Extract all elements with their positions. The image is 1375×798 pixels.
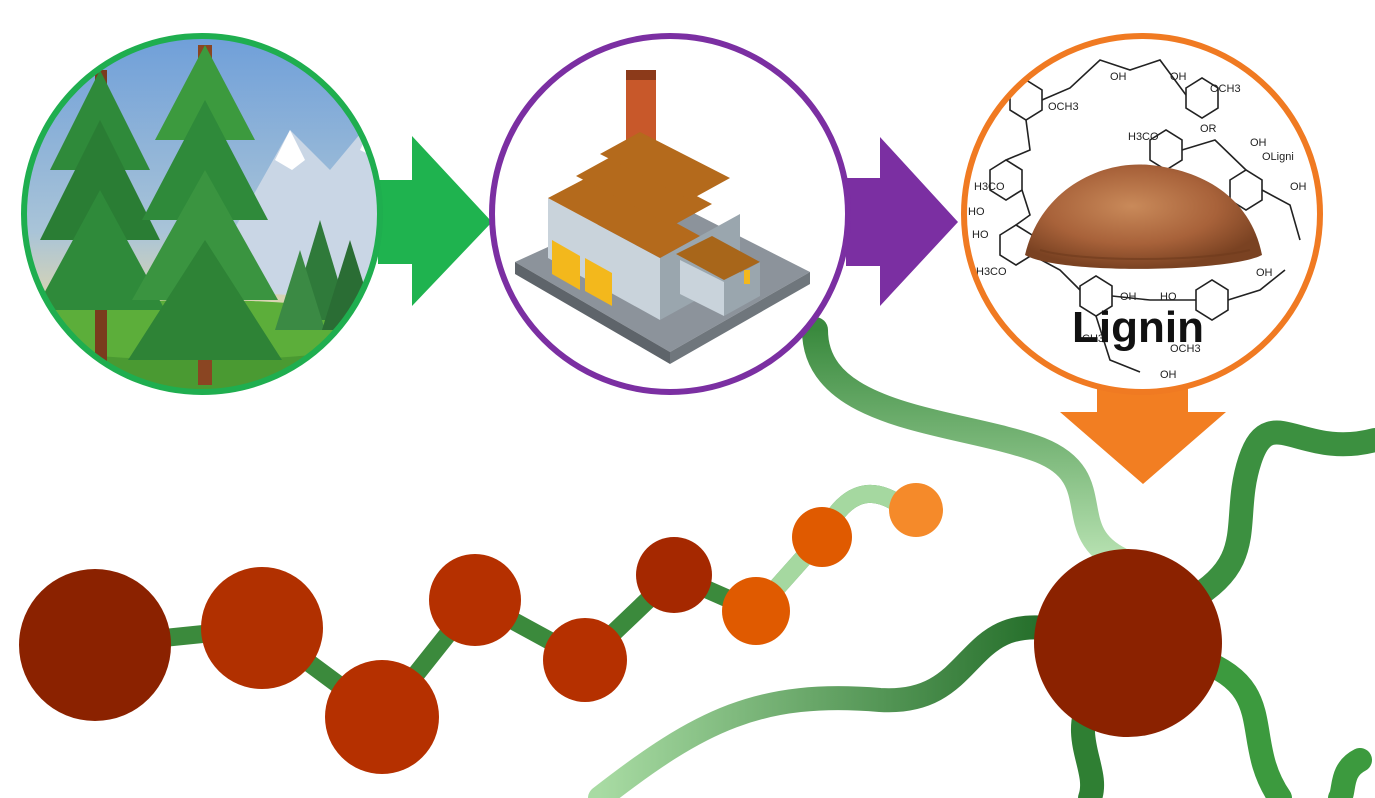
process-arrows (378, 136, 1226, 484)
bead-hub (1034, 549, 1222, 737)
lignin-powder-icon: OCH3 OH H3CO OR OLigni OH H3CO HO HO H3C… (961, 33, 1323, 395)
chain-lignin-top (802, 317, 1133, 573)
svg-text:H3CO: H3CO (974, 181, 1005, 193)
svg-text:OR: OR (1200, 123, 1217, 135)
svg-text:OCH3: OCH3 (1048, 101, 1079, 113)
svg-text:H3CO: H3CO (1128, 131, 1159, 143)
bead-9 (889, 483, 943, 537)
forest-icon (21, 33, 383, 395)
chain-right-lower (1188, 648, 1292, 798)
svg-text:OH: OH (1110, 71, 1127, 83)
bead-4 (429, 554, 521, 646)
bead-6 (636, 537, 712, 613)
bead-8 (792, 507, 852, 567)
monomer-beads (19, 483, 1222, 774)
arrow-forest-to-factory (378, 136, 492, 306)
powder-pile (1025, 164, 1262, 269)
chain-right-upper (1178, 420, 1375, 612)
svg-text:OH: OH (1290, 181, 1307, 193)
svg-text:HO: HO (968, 206, 985, 218)
svg-text:OH: OH (1170, 71, 1187, 83)
lignin-structure-labels: OCH3 OH H3CO OR OLigni OH H3CO HO HO H3C… (968, 71, 1307, 381)
svg-text:OH: OH (1256, 267, 1273, 279)
svg-text:HO: HO (972, 229, 989, 241)
bead-1 (19, 569, 171, 721)
svg-text:H3CO: H3CO (976, 266, 1007, 278)
svg-text:OCH3: OCH3 (1210, 83, 1241, 95)
svg-text:OH: OH (1250, 137, 1267, 149)
svg-text:OH: OH (1160, 369, 1177, 381)
bead-7 (722, 577, 790, 645)
lignin-label: Lignin (1072, 303, 1204, 352)
chain-right-edge (1328, 748, 1372, 798)
svg-text:OH: OH (1120, 291, 1137, 303)
bead-2 (201, 567, 323, 689)
factory-icon (489, 33, 851, 395)
svg-text:OLigni: OLigni (1262, 151, 1294, 163)
svg-text:CH3: CH3 (1082, 333, 1104, 345)
svg-text:OCH3: OCH3 (1170, 343, 1201, 355)
bead-3 (325, 660, 439, 774)
bead-5 (543, 618, 627, 702)
arrow-factory-to-lignin (846, 137, 958, 306)
chain-lower-left (588, 615, 1072, 798)
arrow-lignin-to-polymer (1060, 388, 1226, 484)
polymer-chains (86, 317, 1375, 798)
svg-text:HO: HO (1160, 291, 1177, 303)
